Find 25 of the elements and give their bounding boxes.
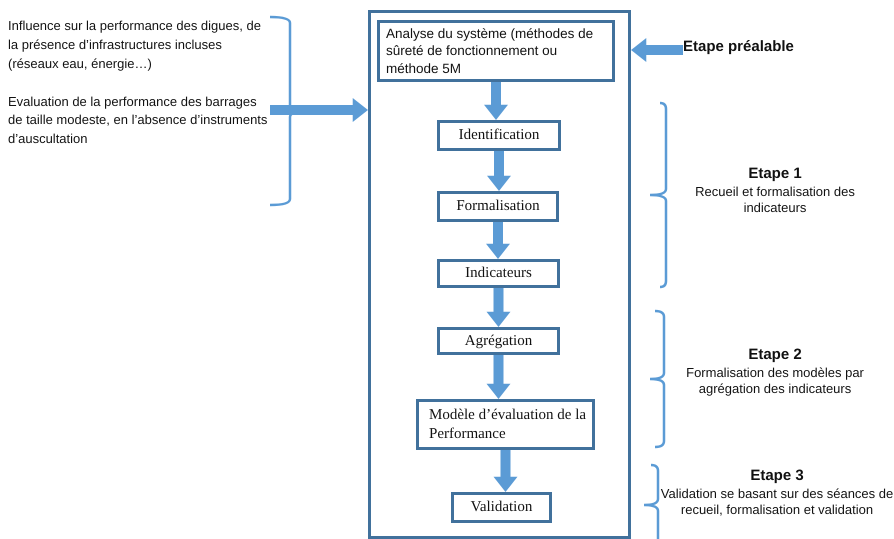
context-note: Evaluation de la performance des barrages de taille modeste, en l’absence d’instruments d’auscultation bbox=[8, 92, 268, 148]
block-arrow bbox=[494, 450, 518, 492]
process-box: Formalisation bbox=[437, 191, 559, 222]
block-arrow bbox=[486, 355, 510, 399]
block-arrow bbox=[487, 151, 511, 191]
step-description: Recueil et formalisation des indicateurs bbox=[694, 184, 856, 218]
step-title: Etape 1 bbox=[747, 164, 803, 184]
block-arrow bbox=[486, 222, 510, 259]
step-title: Etape 2 bbox=[747, 345, 803, 364]
process-box: Agrégation bbox=[437, 327, 560, 355]
block-arrow bbox=[486, 288, 510, 327]
process-frame bbox=[368, 10, 631, 539]
process-box: Modèle d’évaluation de la Performance bbox=[416, 399, 595, 450]
process-box: Indicateurs bbox=[437, 259, 560, 288]
block-arrow bbox=[631, 38, 683, 62]
process-box: Analyse du système (méthodes de sûreté de fonctionnement ou méthode 5M bbox=[377, 20, 615, 82]
process-box: Validation bbox=[451, 492, 552, 523]
step-title: Etape 3 bbox=[749, 466, 805, 486]
step-description: Formalisation des modèles par agrégation des indicateurs bbox=[685, 364, 865, 398]
step-description: Validation se basant sur des séances de recueil, formalisation et validation bbox=[660, 486, 894, 520]
block-arrow bbox=[484, 82, 508, 120]
context-note: Influence sur la performance des digues, de la présence d’infrastructures incluses (réseaux eau, énergie…) bbox=[8, 17, 262, 73]
process-box: Identification bbox=[437, 120, 561, 151]
block-arrow bbox=[270, 98, 368, 122]
step-label: Etape préalable bbox=[683, 38, 813, 62]
